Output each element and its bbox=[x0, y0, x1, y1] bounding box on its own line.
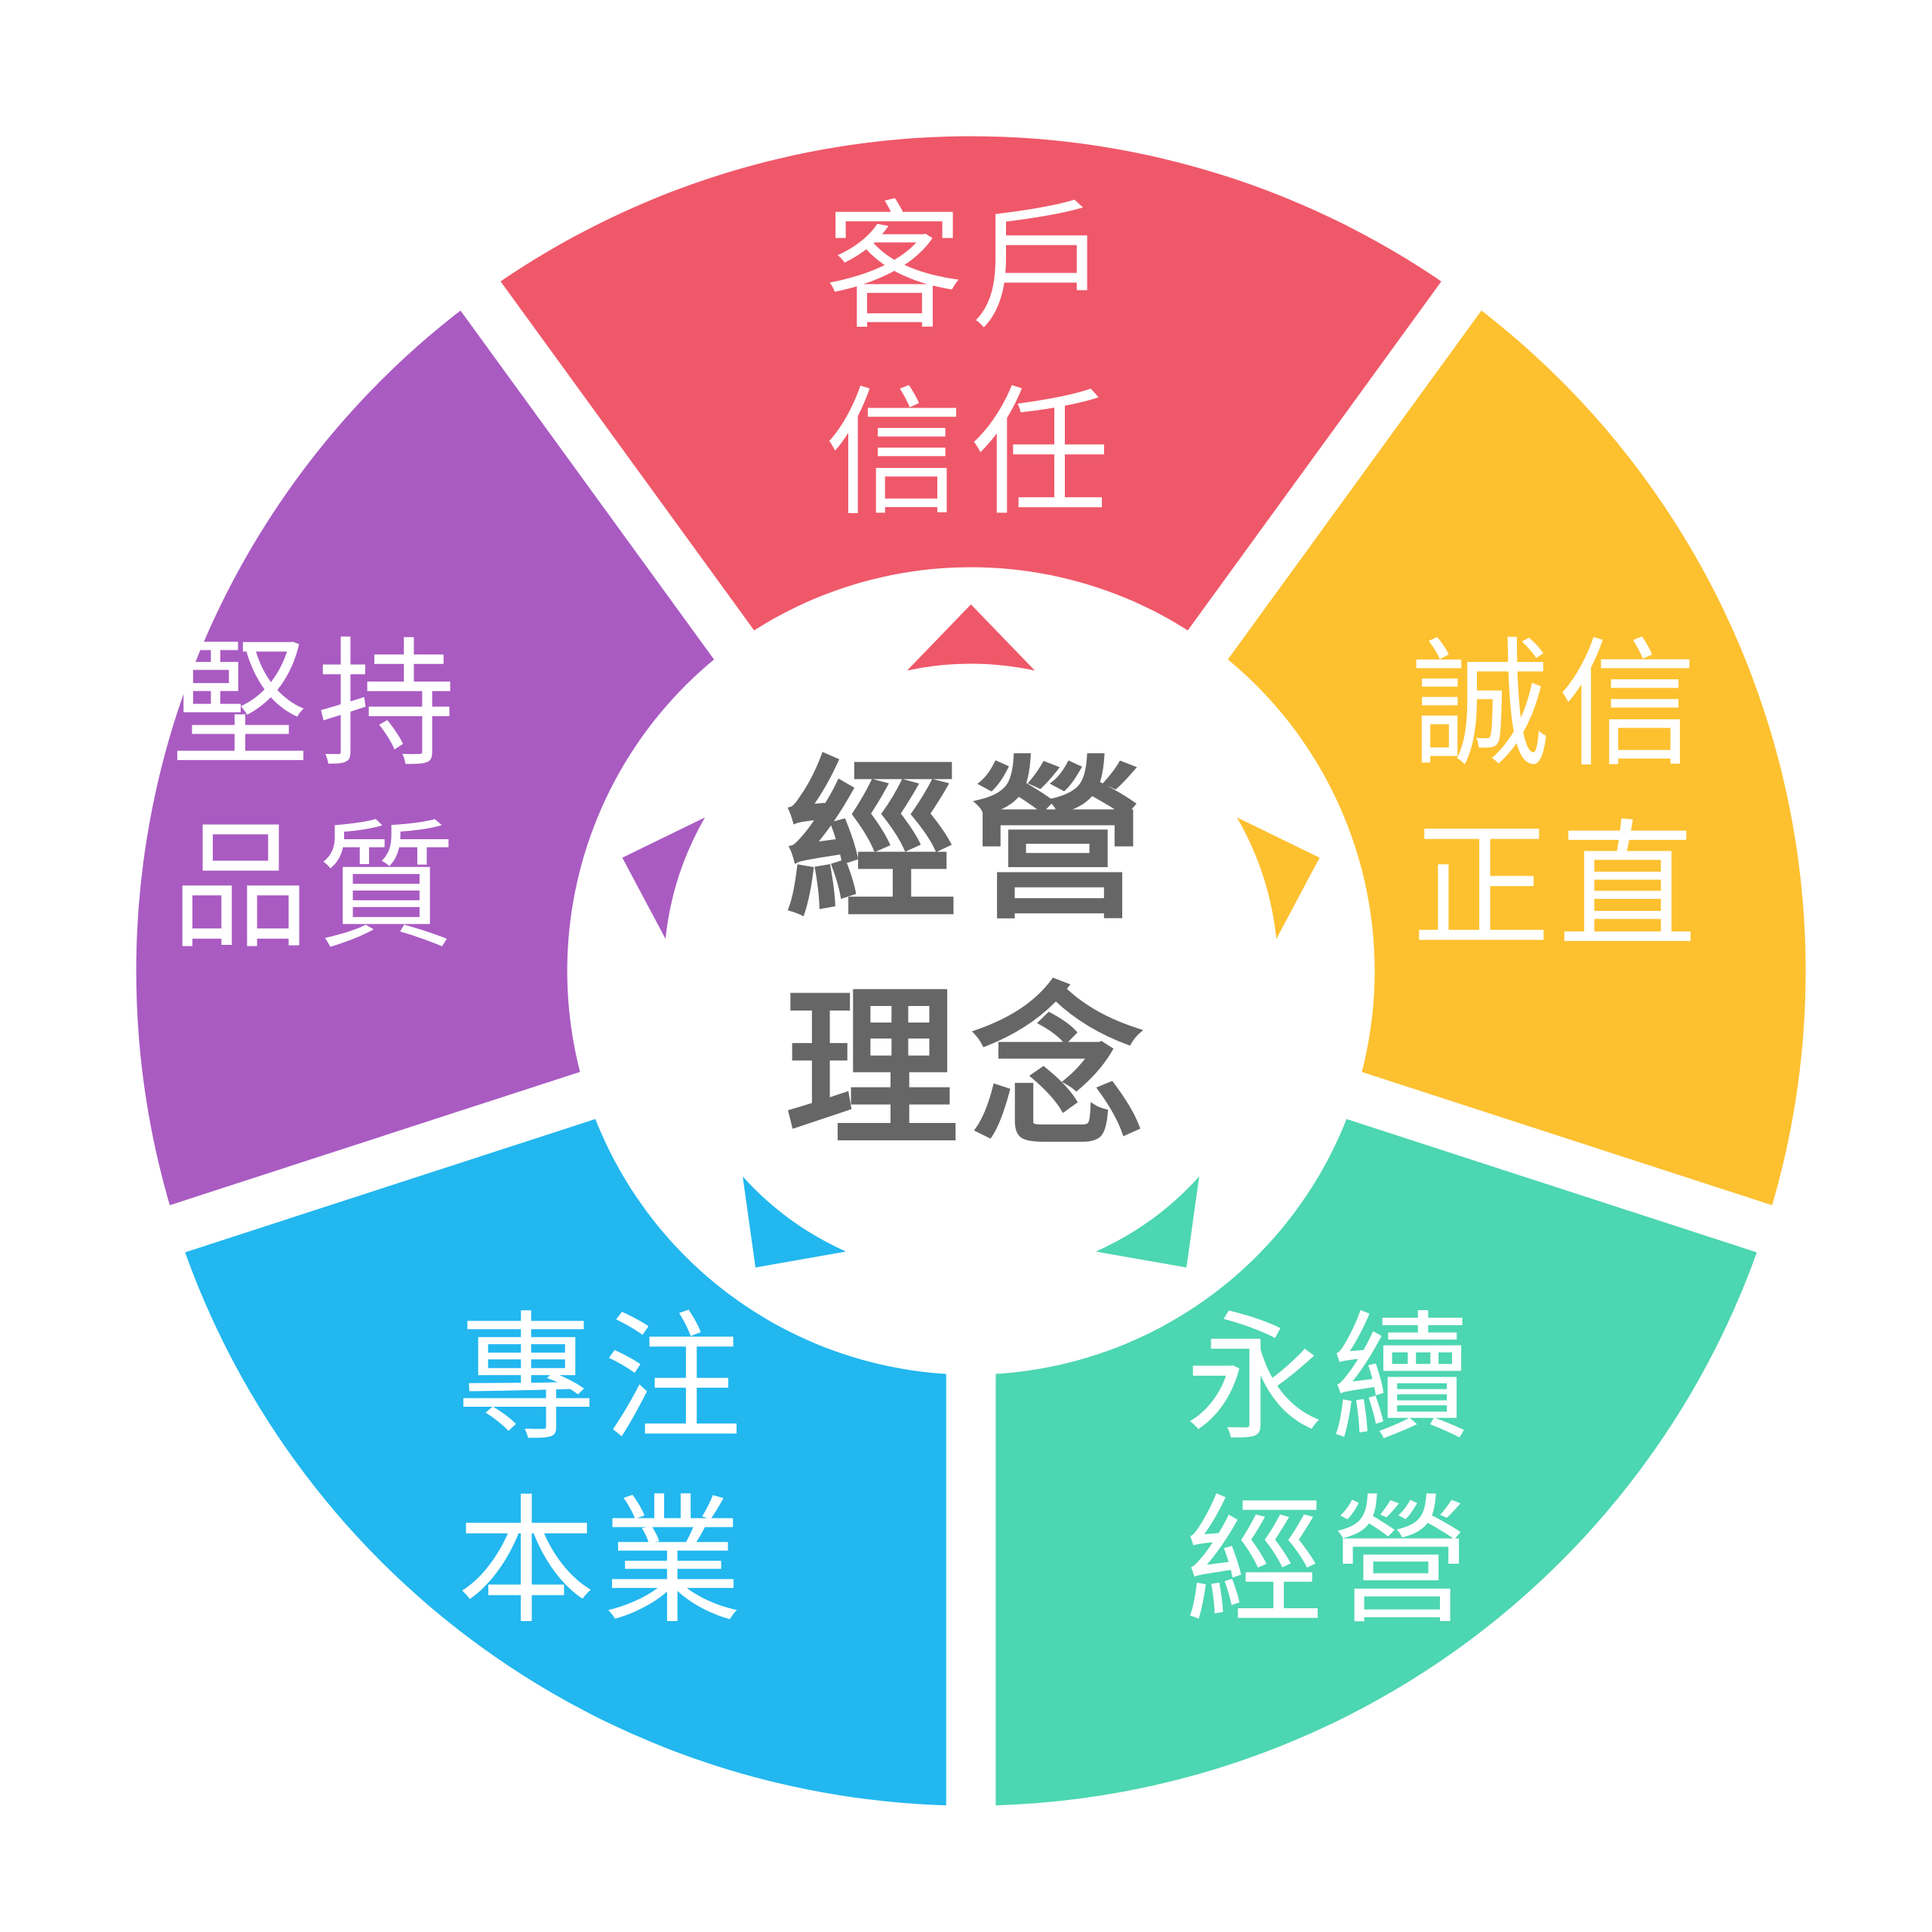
label-line1: 專注 bbox=[457, 1298, 749, 1460]
segment-bottom-left bbox=[177, 1085, 971, 1806]
pointer-triangle-left bbox=[622, 817, 706, 940]
label-line2: 品質 bbox=[171, 807, 463, 968]
label-line2: 正直 bbox=[1412, 807, 1704, 968]
segment-bottom-right bbox=[971, 1085, 1765, 1806]
label-line1: 堅持 bbox=[171, 625, 463, 786]
label-line2: 本業 bbox=[457, 1481, 749, 1643]
segment-label-left: 堅持 品質 bbox=[171, 625, 463, 968]
label-line2: 經營 bbox=[1185, 1481, 1477, 1643]
pointer-triangle-top bbox=[906, 604, 1035, 671]
pointer-triangle-bottom-right bbox=[1096, 1176, 1200, 1268]
segment-label-bottom-right: 永續 經營 bbox=[1185, 1298, 1477, 1643]
pointer-triangle-bottom-left bbox=[743, 1176, 847, 1268]
segment-top bbox=[480, 136, 1462, 671]
label-line2: 信任 bbox=[825, 374, 1117, 535]
segment-label-right: 誠信 正直 bbox=[1412, 625, 1704, 968]
center-title: 經營 理念 bbox=[785, 742, 1156, 1171]
center-circle bbox=[567, 567, 1375, 1375]
pointer-triangle-right bbox=[1237, 817, 1320, 940]
label-line1: 客戶 bbox=[825, 187, 1117, 349]
segment-label-top: 客戶 信任 bbox=[825, 187, 1117, 535]
label-line1: 誠信 bbox=[1412, 625, 1704, 786]
label-line1: 永續 bbox=[1185, 1298, 1477, 1460]
center-line2: 理念 bbox=[785, 970, 1156, 1171]
center-line1: 經營 bbox=[785, 742, 1156, 943]
segment-label-bottom-left: 專注 本業 bbox=[457, 1298, 749, 1643]
